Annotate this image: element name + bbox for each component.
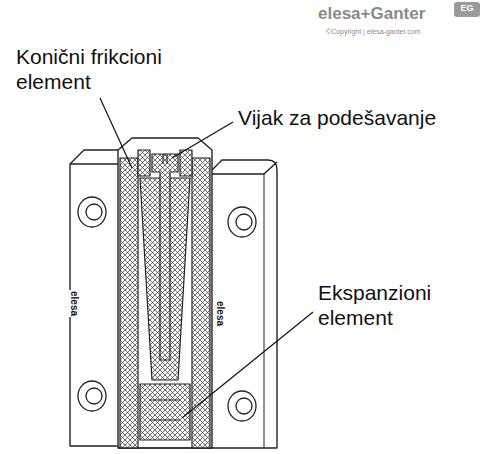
watermark-badge: EG: [456, 3, 478, 13]
part-label: Konični frikcioni element: [16, 44, 206, 94]
part-label: Ekspanzioni element: [318, 280, 478, 330]
part-label: Vijak za podešavanje: [238, 106, 436, 130]
watermark: elesa+Ganter: [318, 4, 425, 24]
logo-text: elesa: [215, 300, 226, 327]
logo-text: elesa: [69, 290, 80, 317]
watermark: ©Copyright | elesa-ganter.com: [326, 28, 421, 35]
